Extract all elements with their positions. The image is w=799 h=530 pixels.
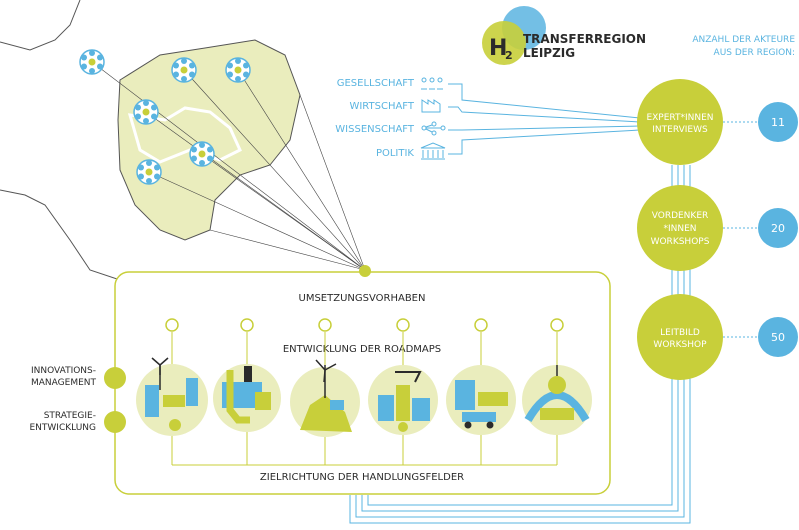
actor-hub-icon <box>136 159 162 185</box>
actors-header-line2: AUS DER REGION: <box>714 48 795 58</box>
people-icon <box>421 77 443 90</box>
count-connectors <box>723 121 758 338</box>
format-vordenker-workshops: VORDENKER *INNEN WORKSHOPS <box>637 185 723 271</box>
side-label-innovation-line1: INNOVATIONS- <box>31 366 96 376</box>
side-node-strategy <box>104 411 126 433</box>
actor-hub-icon <box>189 141 215 167</box>
city-outline <box>127 106 242 164</box>
count-value: 50 <box>771 331 785 344</box>
roadmap-nodes <box>165 318 564 332</box>
main-box-bottom-label: ZIELRICHTUNG DER HANDLUNGSFELDER <box>260 472 464 483</box>
side-label-innovation-line2: MANAGEMENT <box>31 378 96 388</box>
side-node-innovation <box>104 367 126 389</box>
roadmap-node <box>396 318 410 332</box>
side-label-strategy-line1: STRATEGIE- <box>44 411 96 421</box>
format-expert-interviews: EXPERT*INNEN INTERVIEWS <box>637 79 723 165</box>
roadmap-node <box>165 318 179 332</box>
format-label: INTERVIEWS <box>652 125 708 135</box>
sector-connectors <box>448 83 641 155</box>
network-icon <box>421 121 446 136</box>
count-badge-vordenker: 20 <box>758 208 798 248</box>
field-illustration-energy <box>136 357 208 436</box>
sector-label-society: GESELLSCHAFT <box>337 78 415 89</box>
main-box-middle-label: ENTWICKLUNG DER ROADMAPS <box>283 344 441 355</box>
logo-line2: LEIPZIG <box>523 46 575 60</box>
format-label: WORKSHOP <box>653 340 707 350</box>
institution-icon <box>420 142 446 160</box>
logo: H 2 TRANSFERREGION LEIPZIG <box>482 6 646 65</box>
sector-label-economy: WIRTSCHAFT <box>349 101 414 112</box>
roadmap-node <box>240 318 254 332</box>
format-label: LEITBILD <box>660 328 700 338</box>
logo-sub: 2 <box>505 49 513 62</box>
actors-header-line1: ANZAHL DER AKTEURE <box>692 35 795 45</box>
format-label: WORKSHOPS <box>651 237 710 247</box>
format-label: *INNEN <box>663 224 696 234</box>
sector-label-science: WISSENSCHAFT <box>335 124 415 135</box>
field-illustration-wind <box>290 359 360 437</box>
field-illustration-hydrogen <box>522 365 592 435</box>
logo-line1: TRANSFERREGION <box>523 32 646 46</box>
main-box-top-label: UMSETZUNGSVORHABEN <box>299 293 426 304</box>
count-badge-leitbild: 50 <box>758 317 798 357</box>
count-value: 20 <box>771 222 785 235</box>
format-label: VORDENKER <box>652 211 709 221</box>
field-illustration-transport <box>446 365 516 435</box>
side-label-strategy-line2: ENTWICKLUNG <box>29 423 96 433</box>
actor-hub-icon <box>133 99 159 125</box>
format-label: EXPERT*INNEN <box>646 113 713 123</box>
roadmap-node <box>474 318 488 332</box>
field-illustration-industry <box>213 364 281 432</box>
region-area <box>117 39 301 241</box>
actor-hub-icon <box>171 57 197 83</box>
region-map <box>0 0 366 281</box>
count-value: 11 <box>771 116 785 129</box>
main-box-connector-dot <box>359 265 371 277</box>
factory-icon <box>421 99 441 113</box>
count-badge-interviews: 11 <box>758 102 798 142</box>
sector-label-politics: POLITIK <box>376 148 414 159</box>
format-leitbild-workshop: LEITBILD WORKSHOP <box>637 294 723 380</box>
convergence-lines <box>91 61 366 271</box>
logo-h: H <box>489 36 507 61</box>
actor-hub-icon <box>225 57 251 83</box>
actor-hub-icon <box>79 49 105 75</box>
field-illustration-city <box>368 365 438 435</box>
roadmap-node <box>318 318 332 332</box>
roadmap-node <box>550 318 564 332</box>
sector-list: GESELLSCHAFT WIRTSCHAFT WISSENSCHAFT POL… <box>335 77 446 160</box>
